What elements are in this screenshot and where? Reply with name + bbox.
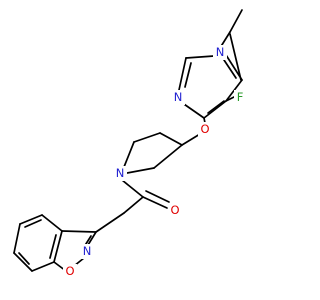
benz-c5-c4 [19, 214, 43, 225]
atom-ether-oxygen: O [198, 122, 212, 137]
pyr-c4-c5 [203, 100, 227, 119]
pyrr-c2-c3 [153, 144, 183, 169]
pyrr-c4-c5 [133, 132, 161, 143]
benz-c3a-c7a [53, 230, 63, 263]
bond-layer [13, 9, 243, 272]
carbonyl-oxygen-label: O [170, 203, 179, 217]
benz-dbl-3 [24, 219, 42, 228]
benz-dbl-1 [49, 234, 57, 259]
atom-pyrimidine-n3: N [171, 90, 185, 105]
pyrr-n-c2 [126, 167, 155, 174]
isoxazole-o-label: O [65, 264, 74, 278]
pyrrolidine-n-label: N [116, 166, 125, 180]
benz-dbl-2 [18, 252, 30, 265]
benz-c6-c5 [13, 223, 21, 254]
atom-pyrimidine-n1: N [213, 45, 227, 60]
pyrr-c3-c4 [159, 132, 183, 146]
pyrimidine-n1-label: N [216, 45, 225, 59]
carbonyl-ch2 [123, 196, 144, 214]
n-carbonyl [121, 179, 144, 198]
benz-c7a-c7 [31, 261, 55, 272]
isox-c3a-c3 [61, 230, 97, 233]
ch2-c3 [95, 212, 125, 233]
carbonyl-double-b [145, 190, 170, 203]
pyr-dbl-3 [223, 59, 237, 79]
pyr-dbl-2 [207, 100, 225, 114]
pyr-c6-n1b [225, 54, 243, 81]
atom-carbonyl-oxygen: O [168, 203, 182, 218]
benz-c7-c6 [13, 252, 33, 272]
fluorine-label: F [237, 90, 244, 104]
isoxazole-n-label: N [83, 244, 92, 258]
atom-pyrrolidine-n: N [113, 166, 127, 181]
atom-label-layer: N N F O N O N O [63, 45, 247, 279]
atom-isoxazole-o: O [63, 264, 77, 279]
molecule-diagram: N N F O N O N O [13, 9, 247, 279]
pyr-dbl-1 [184, 62, 192, 88]
pyr-c2-n3 [178, 57, 187, 91]
pyrr-c5-n [123, 141, 135, 168]
c5-fluorine [225, 96, 235, 102]
carbonyl-double-a [142, 196, 168, 209]
ether-o-c3 [181, 133, 201, 146]
atom-isoxazole-n: N [80, 244, 94, 259]
pyr-c6-c5 [229, 33, 242, 81]
ethyl-ch3-bond [229, 9, 243, 33]
benz-c4-c3a [41, 214, 63, 232]
ether-oxygen-label: O [200, 122, 209, 136]
isox-c3-n [87, 231, 97, 246]
pyrimidine-n3-label: N [174, 90, 183, 104]
pyr-n1-c2 [185, 55, 215, 59]
atom-fluorine: F [234, 90, 247, 105]
